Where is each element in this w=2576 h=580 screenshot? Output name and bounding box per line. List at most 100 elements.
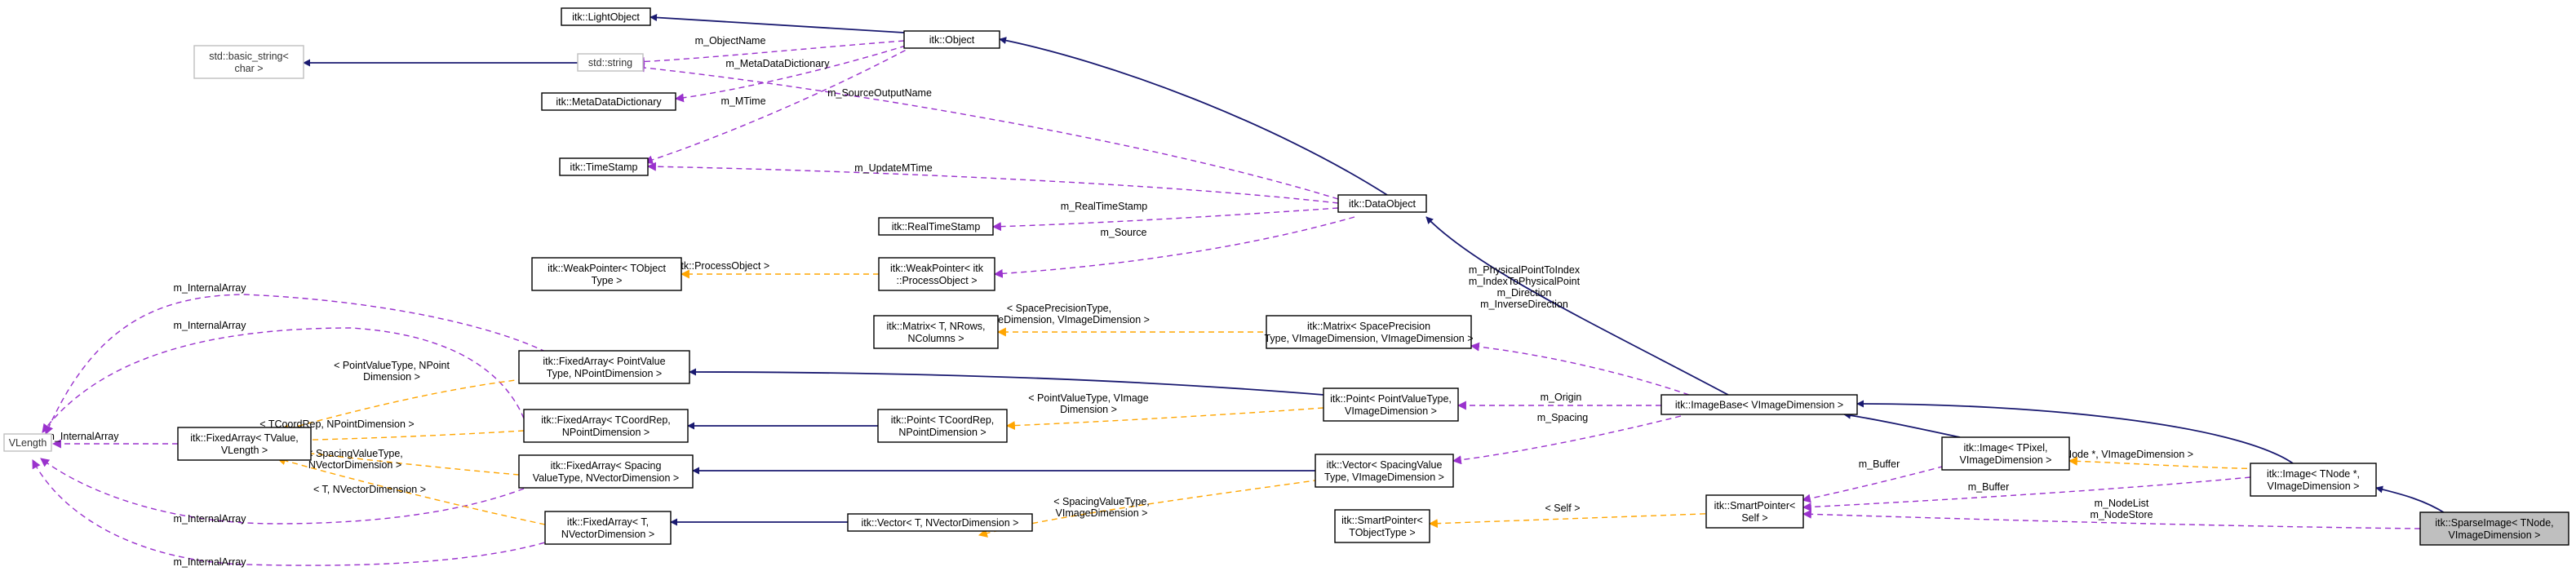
edge-label-line: m_Buffer: [1968, 481, 2010, 493]
edge-label-line: VImageDimension >: [1056, 507, 1148, 519]
edge-object-to-lightobject: [650, 14, 905, 33]
class-node-vector-template[interactable]: itk::Vector< T, NVectorDimension >: [847, 513, 1033, 532]
edge-updatemtime: m_UpdateMTime: [646, 162, 1339, 204]
class-name-line: Type >: [592, 275, 623, 286]
label-spacing-value-nvector: < SpacingValueType,NVectorDimension >: [307, 448, 403, 471]
class-node-vector-spacing[interactable]: itk::Vector< SpacingValueType, VImageDim…: [1315, 454, 1454, 488]
label-m-mtime: m_MTime: [720, 95, 765, 107]
class-name-line: itk::Matrix< T, NRows,: [887, 321, 986, 332]
class-node-basic-string[interactable]: std::basic_string<char >: [193, 45, 304, 79]
edge-label-line: m_SourceOutputName: [827, 87, 932, 99]
edge-label-line: m_InverseDirection: [1480, 299, 1568, 310]
class-name-line: ValueType, NVectorDimension >: [533, 472, 679, 484]
class-name-line: itk::Point< PointValueType,: [1330, 393, 1452, 405]
edge-label-line: m_IndexToPhysicalPoint: [1469, 276, 1581, 287]
class-name-line: itk::SmartPointer<: [1714, 500, 1796, 511]
edge-label-line: VImageDimension, VImageDimension >: [969, 314, 1150, 325]
edge-realtimestamp: m_RealTimeStamp: [991, 201, 1339, 232]
edge-label-line: < itk::ProcessObject >: [670, 260, 769, 272]
class-node-point-template[interactable]: itk::Point< TCoordRep,NPointDimension >: [877, 409, 1008, 443]
class-name-line: itk::ImageBase< VImageDimension >: [1675, 400, 1843, 411]
edge-label-line: < SpacingValueType,: [307, 448, 403, 459]
class-node-realtimestamp[interactable]: itk::RealTimeStamp: [878, 217, 994, 236]
class-node-matrix-template[interactable]: itk::Matrix< T, NRows,NColumns >: [873, 315, 999, 349]
class-name-line: itk::TimeStamp: [570, 162, 638, 173]
class-name-line: itk::FixedArray< Spacing: [551, 460, 662, 472]
class-node-timestamp[interactable]: itk::TimeStamp: [559, 157, 649, 176]
label-m-spacing: m_Spacing: [1537, 412, 1589, 423]
edge-label-line: m_MetaDataDictionary: [725, 58, 830, 69]
class-name-line: VImageDimension >: [2449, 529, 2541, 541]
edge-label-line: < Self >: [1545, 503, 1580, 514]
class-node-metadatadictionary[interactable]: itk::MetaDataDictionary: [541, 92, 676, 111]
class-node-image-tnode[interactable]: itk::Image< TNode *,VImageDimension >: [2250, 463, 2377, 497]
edge-internalarray-2: m_InternalArray: [42, 320, 525, 433]
class-name-line: VLength: [9, 437, 47, 449]
label-t-nvector: < T, NVectorDimension >: [313, 484, 426, 495]
class-name-line: itk::Point< TCoordRep,: [891, 414, 995, 426]
label-self: < Self >: [1545, 503, 1580, 514]
class-node-fixedarray-tvalue[interactable]: itk::FixedArray< TValue,VLength >: [177, 427, 312, 461]
class-node-fixedarray-spacing[interactable]: itk::FixedArray< SpacingValueType, NVect…: [518, 454, 694, 489]
class-node-fixedarray-point-value[interactable]: itk::FixedArray< PointValueType, NPointD…: [518, 350, 690, 384]
class-node-smartpointer-template[interactable]: itk::SmartPointer<TObjectType >: [1334, 509, 1430, 543]
class-name-line: itk::Matrix< SpacePrecision: [1307, 321, 1430, 332]
class-node-lightobject[interactable]: itk::LightObject: [561, 7, 651, 26]
class-node-vlength[interactable]: VLength: [3, 433, 52, 452]
label-m-internalarray-2: m_InternalArray: [174, 320, 247, 331]
edge-label-line: < PointValueType, VImage: [1028, 392, 1148, 404]
class-name-line: NColumns >: [907, 333, 964, 344]
edge-label-line: m_PhysicalPointToIndex: [1469, 264, 1581, 276]
edge-label-line: Dimension >: [363, 371, 420, 383]
class-name-line: itk::FixedArray< PointValue: [543, 356, 665, 367]
class-node-point-value[interactable]: itk::Point< PointValueType,VImageDimensi…: [1323, 387, 1459, 422]
class-node-sparseimage[interactable]: itk::SparseImage< TNode,VImageDimension …: [2419, 511, 2569, 546]
class-name-line: std::string: [588, 57, 632, 69]
edge-label-line: m_InternalArray: [174, 282, 247, 294]
class-node-image-template[interactable]: itk::Image< TPixel,VImageDimension >: [1941, 436, 2070, 471]
edge-origin: m_Origin: [1456, 392, 1661, 410]
class-name-line: std::basic_string<: [209, 51, 289, 62]
class-node-dataobject[interactable]: itk::DataObject: [1337, 194, 1427, 213]
class-node-weakpointer-template[interactable]: itk::WeakPointer< TObjectType >: [531, 257, 682, 291]
edge-spacing: m_Spacing: [1452, 412, 1682, 465]
edge-internalarray-5: m_InternalArray: [32, 459, 564, 568]
edge-label-line: m_RealTimeStamp: [1061, 201, 1148, 212]
edge-source: m_Source: [993, 216, 1355, 278]
class-node-weakpointer-process[interactable]: itk::WeakPointer< itk::ProcessObject >: [878, 257, 995, 291]
edge-label-line: m_Source: [1101, 227, 1147, 238]
class-name-line: NPointDimension >: [898, 427, 986, 438]
class-node-object[interactable]: itk::Object: [903, 30, 1000, 49]
label-m-sourceoutputname: m_SourceOutputName: [827, 87, 932, 99]
edge-label-line: m_InternalArray: [174, 320, 247, 331]
class-name-line: itk::SparseImage< TNode,: [2435, 517, 2553, 529]
edge-processobject: < itk::ProcessObject >: [670, 260, 879, 279]
edge-label-line: < T, NVectorDimension >: [313, 484, 426, 495]
class-name-line: NPointDimension >: [562, 427, 650, 438]
class-node-fixedarray-tcoordrep[interactable]: itk::FixedArray< TCoordRep,NPointDimensi…: [523, 409, 689, 443]
label-m-buffer-2: m_Buffer: [1968, 481, 2010, 493]
edge-label-line: < TNode *, VImageDimension >: [2050, 449, 2193, 460]
class-node-imagebase[interactable]: itk::ImageBase< VImageDimension >: [1660, 394, 1858, 415]
class-node-fixedarray-t[interactable]: itk::FixedArray< T,NVectorDimension >: [544, 511, 672, 545]
edge-spacing-value-nvector: < SpacingValueType,NVectorDimension >: [279, 446, 520, 476]
edge-label-line: m_InternalArray: [47, 431, 120, 442]
edge-sparse-to-image-tnode: [2375, 485, 2447, 515]
edge-spacing-value-vimage: < SpacingValueType,VImageDimension >: [978, 476, 1339, 538]
class-name-line: itk::MetaDataDictionary: [556, 96, 662, 108]
label-m-internalarray-5: m_InternalArray: [174, 556, 247, 568]
label-m-updatemtime: m_UpdateMTime: [854, 162, 932, 174]
class-name-line: itk::Vector< T, NVectorDimension >: [862, 517, 1019, 529]
class-node-std-string[interactable]: std::string: [577, 53, 644, 72]
edge-space-precision: < SpacePrecisionType,VImageDimension, VI…: [969, 303, 1273, 337]
class-node-smartpointer-self[interactable]: itk::SmartPointer<Self >: [1705, 494, 1804, 529]
class-node-matrix-space[interactable]: itk::Matrix< SpacePrecisionType, VImageD…: [1264, 315, 1474, 349]
class-name-line: itk::FixedArray< T,: [567, 516, 649, 528]
label-m-realtimestamp: m_RealTimeStamp: [1061, 201, 1148, 212]
